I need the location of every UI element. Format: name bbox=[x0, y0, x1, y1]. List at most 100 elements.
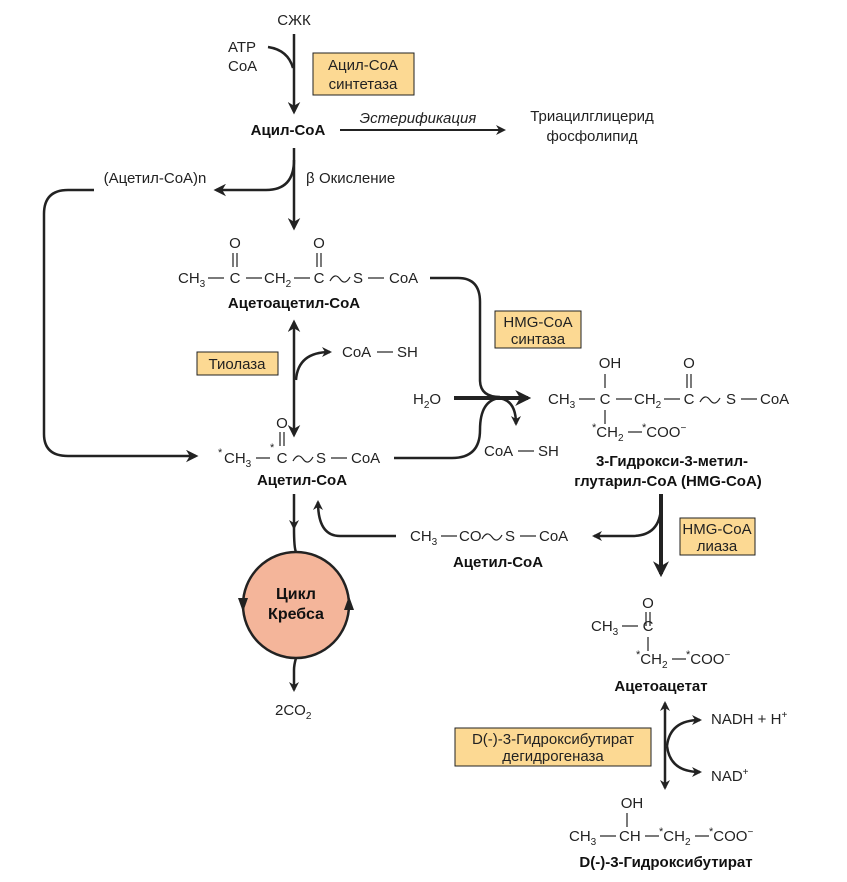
svg-text:S: S bbox=[726, 391, 736, 408]
krebs-label-line1: Цикл bbox=[276, 586, 316, 603]
svg-text:CoA: CoA bbox=[539, 528, 568, 545]
thiolase-coa: CoA bbox=[342, 344, 371, 361]
hmg-coa-lyase-enzyme-box: HMG-CoA лиаза bbox=[679, 517, 756, 556]
svg-text:*CH2: *CH2 bbox=[592, 422, 624, 444]
svg-text:CH2: CH2 bbox=[634, 391, 662, 411]
svg-text:HMG-CoA: HMG-CoA bbox=[682, 521, 751, 538]
svg-text:C: C bbox=[230, 270, 241, 287]
svg-text:синтаза: синтаза bbox=[511, 331, 566, 348]
hydroxybutyrate-label: D(-)-3-Гидроксибутират bbox=[579, 854, 752, 871]
svg-text:HMG-CoA: HMG-CoA bbox=[503, 314, 572, 331]
svg-text:O: O bbox=[642, 595, 654, 612]
svg-text:CH: CH bbox=[619, 828, 641, 845]
hydroxybutyrate-structure: OH CH3 CH *CH2 *COO− bbox=[569, 795, 753, 848]
oxygen-2: O bbox=[313, 235, 325, 252]
svg-text:CH3: CH3 bbox=[548, 391, 576, 411]
svg-text:O: O bbox=[683, 355, 695, 372]
nadh-arrow bbox=[665, 715, 702, 747]
acetyl-coa-label: Ацетил-CoA bbox=[257, 472, 347, 489]
beta-symbol: β bbox=[306, 170, 315, 187]
hmg-sh-released: SH bbox=[538, 443, 559, 460]
svg-text:D(-)-3-Гидроксибутират: D(-)-3-Гидроксибутират bbox=[472, 731, 634, 748]
krebs-co2-arrow bbox=[289, 657, 299, 692]
hmg-coa-name-line1: 3-Гидрокси-3-метил- bbox=[596, 453, 748, 470]
svg-text:CH3: CH3 bbox=[178, 270, 206, 290]
svg-text:CH3: CH3 bbox=[569, 828, 597, 848]
water-label: H2O bbox=[413, 391, 441, 411]
svg-text:CoA: CoA bbox=[351, 450, 380, 467]
svg-text:CO: CO bbox=[459, 528, 482, 545]
bhb-dehydrogenase-enzyme-box: D(-)-3-Гидроксибутират дегидрогеназа bbox=[454, 727, 652, 767]
svg-text:C: C bbox=[314, 270, 325, 287]
hmg-coa-synthase-enzyme-box: HMG-CoA синтаза bbox=[494, 310, 582, 349]
svg-text:CH3: CH3 bbox=[410, 528, 438, 548]
lyase-acetyl-coa-structure: CH3 CO S CoA bbox=[410, 528, 568, 548]
krebs-arrow-right-icon bbox=[344, 596, 354, 610]
acetoacetyl-coa-label: Ацетоацетил-CoA bbox=[228, 295, 360, 312]
atp-label: ATP bbox=[228, 39, 256, 56]
hmg-coa-structure: OH O CH3 C CH2 C S CoA *CH2 *COO− bbox=[548, 355, 789, 444]
acetyl-coa-n-loop-arrow bbox=[42, 188, 199, 463]
krebs-label-line2: Кребса bbox=[268, 606, 324, 623]
acyl-coa-label: Ацил-CoA bbox=[251, 122, 326, 139]
to-acetyl-coa-n-arrow bbox=[213, 159, 296, 197]
nadh-label: NADH + H+ bbox=[711, 710, 787, 728]
acetyl-coa-n-label: (Ацетил-CoA)n bbox=[104, 170, 207, 187]
acetyl-coa-return-arrow bbox=[313, 500, 396, 538]
svg-text:CH3: CH3 bbox=[224, 450, 252, 470]
svg-text:*CH2: *CH2 bbox=[659, 826, 691, 848]
enzyme-label-line1: Ацил-CoA bbox=[328, 57, 398, 74]
krebs-cycle-circle bbox=[241, 550, 351, 660]
svg-text:C: C bbox=[643, 618, 654, 635]
svg-text:CH2: CH2 bbox=[264, 270, 292, 290]
svg-text:S: S bbox=[316, 450, 326, 467]
svg-text:*: * bbox=[270, 442, 275, 454]
svg-text:*CH2: *CH2 bbox=[636, 649, 668, 671]
svg-text:лиаза: лиаза bbox=[697, 538, 738, 555]
svg-text:*COO−: *COO− bbox=[642, 422, 686, 441]
acetyl-to-hmg-path bbox=[394, 396, 501, 460]
nad-arrow bbox=[665, 745, 702, 777]
esterification-label: Эстерификация bbox=[360, 110, 477, 127]
svg-text:S: S bbox=[353, 270, 363, 287]
hmg-coa-released: CoA bbox=[484, 443, 513, 460]
enzyme-label-line2: синтетаза bbox=[329, 76, 398, 93]
svg-text:дегидрогеназа: дегидрогеназа bbox=[502, 748, 604, 765]
acyl-coa-synthetase-enzyme-box: Ацил-CoA синтетаза bbox=[312, 52, 415, 96]
thiolase-label: Тиолаза bbox=[208, 356, 266, 373]
thiolase-sh: SH bbox=[397, 344, 418, 361]
svg-text:*: * bbox=[218, 447, 223, 459]
hmg-lyase-acetyl-coa-arrow bbox=[592, 504, 663, 541]
thiolase-coash-arrow bbox=[294, 347, 332, 381]
svg-text:C: C bbox=[600, 391, 611, 408]
nad-label: NAD+ bbox=[711, 767, 749, 785]
acetoacetate-label: Ацетоацетат bbox=[614, 678, 707, 695]
hmg-coa-name-line2: глутарил-CoA (HMG-CoA) bbox=[574, 473, 762, 490]
svg-text:OH: OH bbox=[621, 795, 644, 812]
thioester-bond-icon bbox=[329, 275, 351, 283]
atp-coa-input-curve bbox=[267, 45, 295, 69]
co2-label: 2CO2 bbox=[275, 702, 312, 722]
svg-text:CoA: CoA bbox=[760, 391, 789, 408]
krebs-entry-line bbox=[292, 527, 298, 553]
beta-oxidation-label: Окисление bbox=[319, 170, 395, 187]
svg-text:S: S bbox=[505, 528, 515, 545]
thiolase-enzyme-box: Тиолаза bbox=[196, 351, 279, 376]
svg-text:CH3: CH3 bbox=[591, 618, 619, 638]
svg-text:CoA: CoA bbox=[389, 270, 418, 287]
hmg-synthase-coash-arrow bbox=[495, 396, 521, 426]
acetoacetyl-to-hmg-path bbox=[430, 276, 501, 399]
svg-text:*COO−: *COO− bbox=[686, 649, 730, 668]
svg-text:O: O bbox=[276, 415, 288, 432]
acetyl-coa-structure: O * CH3 * C S CoA bbox=[218, 415, 380, 470]
svg-text:*COO−: *COO− bbox=[709, 826, 753, 845]
products-line1: Триацилглицерид bbox=[530, 108, 654, 125]
acetoacetyl-coa-structure: O O CH3 C CH2 C S CoA bbox=[178, 235, 418, 290]
products-line2: фосфолипид bbox=[547, 128, 638, 145]
krebs-arrow-left-icon bbox=[238, 598, 248, 612]
lyase-acetyl-coa-label: Ацетил-CoA bbox=[453, 554, 543, 571]
svg-text:C: C bbox=[684, 391, 695, 408]
oxygen-1: O bbox=[229, 235, 241, 252]
acetoacetate-structure: O CH3 C *CH2 *COO− bbox=[591, 595, 730, 671]
